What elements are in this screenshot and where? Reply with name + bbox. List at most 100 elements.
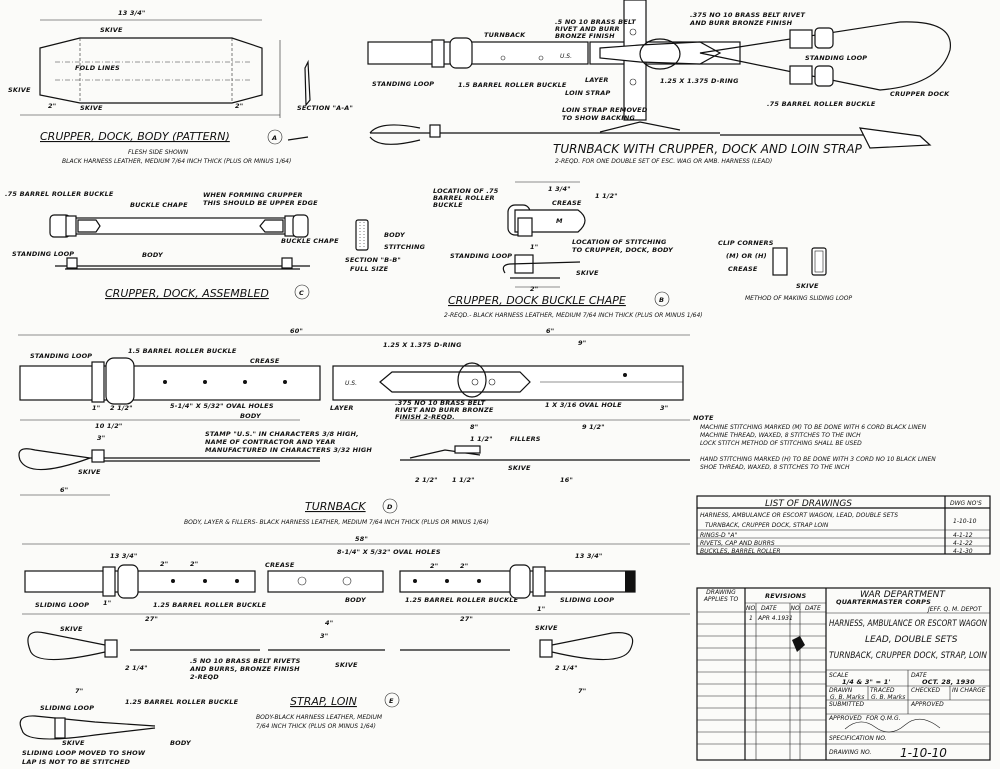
label-body: BODY [384,231,406,239]
label-rivet: .375 NO 10 BRASS BELT RIVET [690,11,805,19]
list-row-number: 4-1-22 [953,540,973,547]
title-block: DRAWING APPLIES TO REVISIONS NO. DATE NO… [696,587,991,761]
note-line: MACHINE STITCHING MARKED (M) TO BE DONE … [700,424,927,431]
corps: QUARTERMASTER CORPS [836,598,931,606]
label-standing-loop: STANDING LOOP [12,250,74,258]
dim-8in: 8" [470,423,478,431]
mark-e: E [389,697,394,705]
label-standing-loop: STANDING LOOP [30,352,92,360]
dim-1in: 1" [92,404,100,412]
strap-loin-subtitle: 7/64 INCH THICK (PLUS OR MINUS 1/64) [256,723,376,730]
turnback-with-crupper-dock: TURNBACK STANDING LOOP 1.5 BARREL ROLLER… [367,0,951,165]
list-row-name: BUCKLES, BARREL ROLLER [700,548,781,555]
dim-2-5in: 2 1/2" [415,476,438,484]
list-row-name: RINGS-D "A" [700,532,737,539]
dim-2in: 2" [160,560,168,568]
dim-1in: 1" [537,605,545,613]
label-date: DATE [911,672,927,679]
label-note: LOIN STRAP REMOVED [562,106,648,114]
label-skive: SKIVE [335,661,358,669]
label-stamp: STAMP "U.S." IN CHARACTERS 3/8 HIGH, [205,430,359,438]
turnback-subtitle: BODY, LAYER & FILLERS- BLACK HARNESS LEA… [184,519,489,526]
note-line: HAND STITCHING MARKED (H) TO BE DONE WIT… [700,456,936,463]
label-standing-loop: STANDING LOOP [805,54,867,62]
scale-value: 1/4 & 3" = 1' [842,678,891,686]
dim-2-25in: 2 1/4" [555,664,578,672]
label-oval-hole: 1 X 3/16 OVAL HOLE [545,401,622,409]
depot: JEFF. Q. M. DEPOT [927,606,983,613]
label-standing-loop: STANDING LOOP [372,80,434,88]
dim-1in: 1" [530,243,538,251]
ink-blot [792,636,805,652]
label-buckle: 1.5 BARREL ROLLER BUCKLE [458,81,567,89]
list-row-number: 4-1-30 [953,548,973,555]
dim-1in: 1" [103,599,111,607]
drawing-title: HARNESS, AMBULANCE OR ESCORT WAGON [829,619,987,629]
chape-title: CRUPPER, DOCK BUCKLE CHAPE [448,294,626,307]
label-rivet: RIVET AND BURR [555,25,620,33]
department: WAR DEPARTMENT [860,590,946,600]
label-traced: TRACED [870,687,895,694]
label-oval-holes: 8-1/4" X 5/32" OVAL HOLES [337,548,441,556]
dim-7in: 7" [578,687,586,695]
label-buckle: .75 BARREL ROLLER BUCKLE [5,190,114,198]
dim-58in: 58" [355,535,368,543]
list-col-dwg-no: DWG NO'S [950,500,982,507]
dim-9in: 9" [578,339,586,347]
dim-height: 1 1/2" [595,192,618,200]
list-row-name: TURNBACK, CRUPPER DOCK, STRAP LOIN [705,522,829,529]
label-skive: SKIVE [8,86,31,94]
label-drawn: DRAWN [829,687,853,694]
label-stamp: NAME OF CONTRACTOR AND YEAR [205,438,336,446]
label-note: TO SHOW BACKING [562,114,636,122]
label-body: BODY [142,251,164,259]
label-sliding-loop: SLIDING LOOP [35,601,89,609]
label-clip-corners: CLIP CORNERS [718,239,774,247]
label-buckle-chape: BUCKLE CHAPE [130,201,188,209]
list-title: LIST OF DRAWINGS [765,499,852,509]
label-stamp: MANUFACTURED IN CHARACTERS 3/32 HIGH [205,446,372,454]
label-skive: SKIVE [80,104,103,112]
dim-60in: 60" [290,327,303,335]
label-in-charge: IN CHARGE [952,687,986,694]
label-buckle: 1.25 BARREL ROLLER BUCKLE [125,698,239,706]
label-standing-loop: STANDING LOOP [450,252,512,260]
label-buckle-chape: BUCKLE CHAPE [281,237,339,245]
strap-loin-drawing: 58" 13 3/4" 13 3/4" 2" 2" 2" 2" CREASE 8… [19,535,690,766]
label-buckle: 1.25 BARREL ROLLER BUCKLE [153,601,267,609]
label-approved-for: FOR Q.M.G. [866,715,901,722]
note-line: LOCK STITCH METHOD OF STITCHING SHALL BE… [700,440,862,447]
dim-2in: 2" [235,102,243,110]
label-section-a-a: SECTION "A-A" [297,104,353,112]
date-value: OCT. 28, 1930 [922,678,975,686]
dim-2in: 2" [48,102,56,110]
label-oval-holes: 5-1/4" X 5/32" OVAL HOLES [170,402,274,410]
label-rivet: 2-REQD [190,673,219,681]
note-heading: NOTE [693,414,714,422]
turnback-title: TURNBACK [305,500,366,513]
col-no: NO. [746,605,757,612]
sliding-loop-method: CLIP CORNERS (M) OR (H) CREASE SKIVE MET… [718,239,852,302]
label-turnback: TURNBACK [484,31,526,39]
label-crease: CREASE [250,357,280,365]
label-sliding-loop: SLIDING LOOP [560,596,614,604]
note-line: MACHINE THREAD, WAXED, 8 STITCHES TO THE… [700,432,861,439]
dim-10-5in: 10 1/2" [95,422,123,430]
label-location: LOCATION OF .75 [433,187,499,195]
dim-2in: 2" [190,560,198,568]
dim-3in: 3" [97,434,105,442]
label-note: THIS SHOULD BE UPPER EDGE [203,199,318,207]
label-us-stamp: U.S. [345,380,357,387]
label-crease: CREASE [552,199,582,207]
label-crease: CREASE [728,265,758,273]
label-specification-no: SPECIFICATION NO. [829,735,887,742]
label-body: BODY [345,596,367,604]
list-row-name: HARNESS, AMBULANCE OR ESCORT WAGON, LEAD… [700,512,898,519]
stitching-note: NOTE MACHINE STITCHING MARKED (M) TO BE … [693,414,936,471]
dim-1-5in: 1 1/2" [470,435,493,443]
turnback-crupper-subtitle: 2-REQD. FOR ONE DOUBLE SET OF ESC. WAG O… [555,158,772,165]
label-m-or-h: (M) OR (H) [726,252,767,260]
pattern-subtitle: FLESH SIDE SHOWN [128,149,189,156]
col-no: NO. [791,605,802,612]
list-of-drawings-table: LIST OF DRAWINGS DWG NO'S HARNESS, AMBUL… [696,495,991,555]
